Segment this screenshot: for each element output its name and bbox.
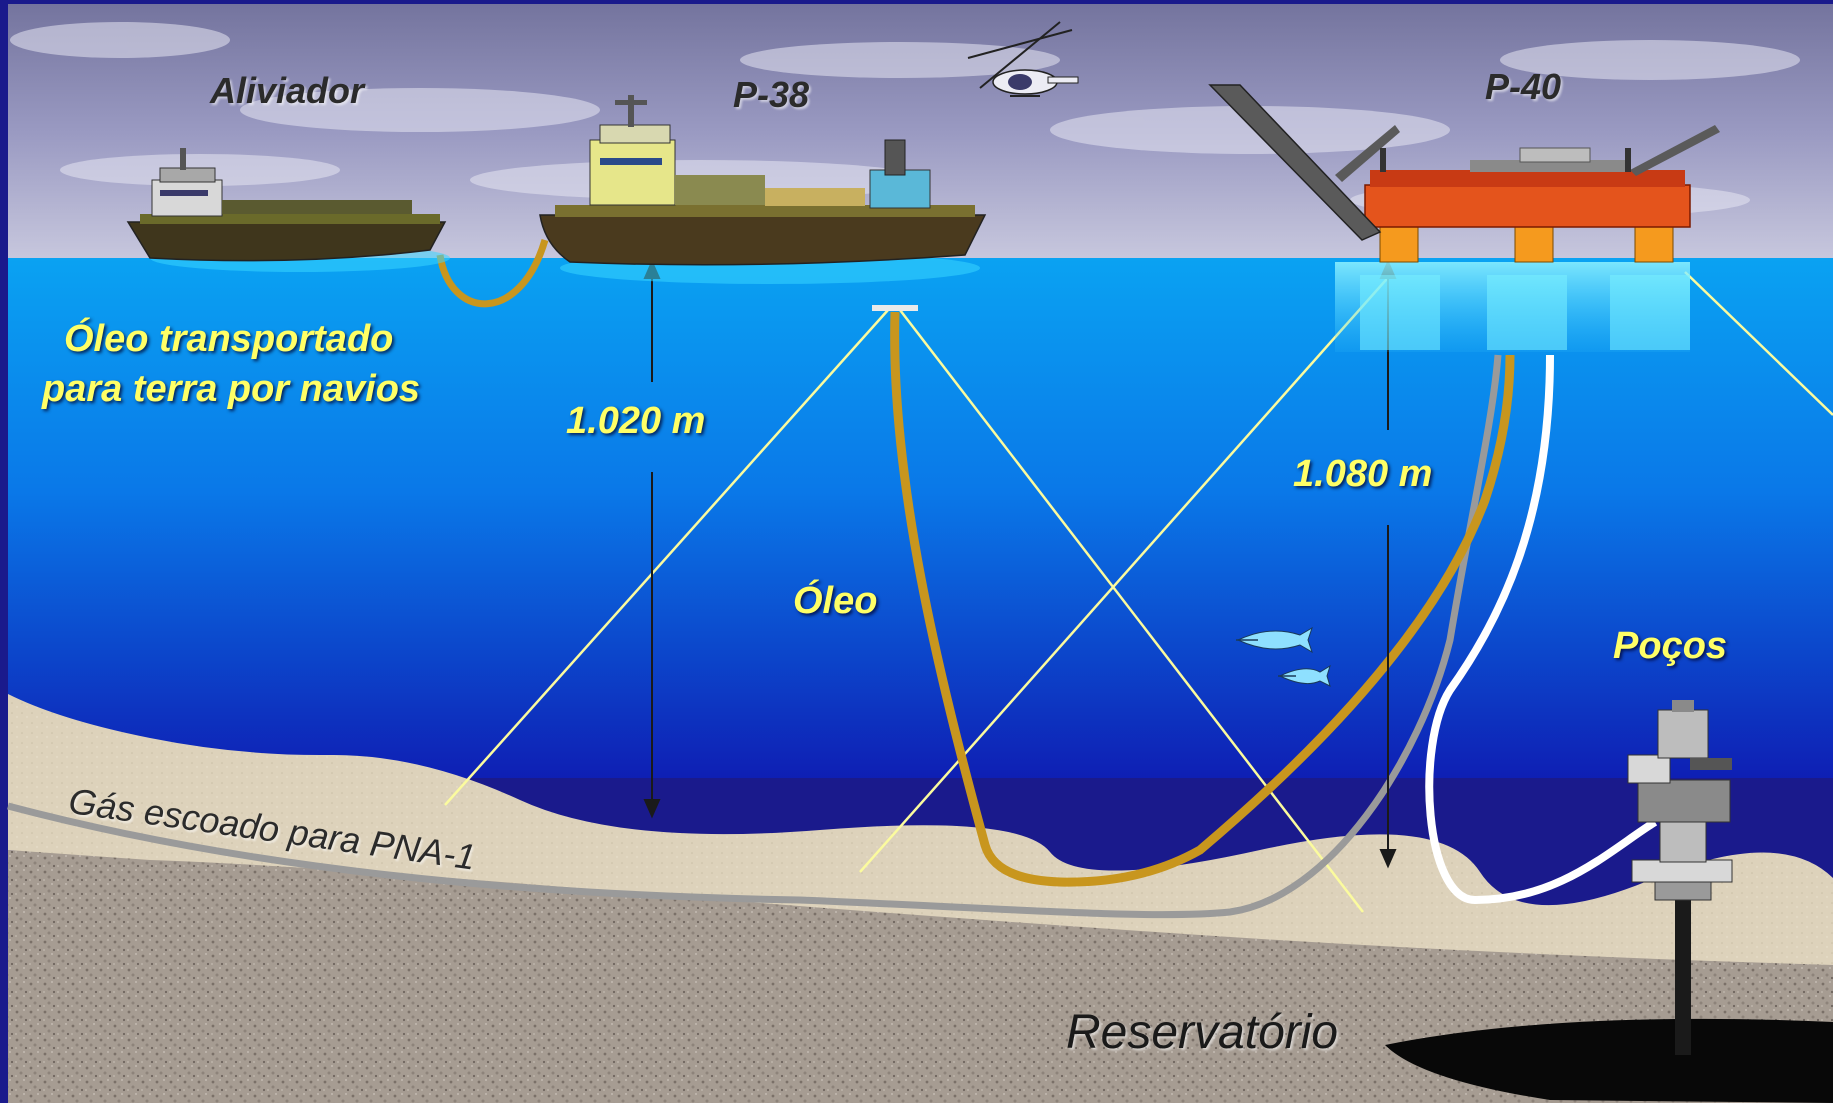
shuttle-tanker xyxy=(126,148,450,272)
label-shuttle-tanker: Aliviador xyxy=(210,70,365,111)
label-depth-p38: 1.020 m xyxy=(566,400,706,442)
reservoir xyxy=(1385,1018,1833,1103)
label-reservoir: Reservatório xyxy=(1066,1006,1339,1059)
helicopter-icon xyxy=(967,21,1079,97)
oil-riser xyxy=(890,311,1515,887)
label-oil: Óleo xyxy=(793,580,878,622)
label-semisub-p40: P-40 xyxy=(1485,66,1562,107)
fpso-p38 xyxy=(539,95,987,311)
fish-icon xyxy=(1236,626,1313,654)
semisub-p40 xyxy=(1208,84,1720,352)
label-fpso-p38: P-38 xyxy=(733,74,810,115)
fish-icon xyxy=(1278,664,1331,687)
gas-export-line xyxy=(7,354,1502,919)
label-oil-transport-line2: para terra por navios xyxy=(42,368,421,410)
mooring-lines xyxy=(444,271,1833,913)
label-depth-p40: 1.080 m xyxy=(1293,453,1433,495)
label-oil-transport-line1: Óleo transportado xyxy=(64,318,394,360)
label-wells: Poços xyxy=(1613,625,1728,667)
seabed xyxy=(8,694,1833,965)
offloading-hose xyxy=(436,239,549,308)
well-flowline xyxy=(1425,354,1658,905)
wellhead-icon xyxy=(1627,700,1733,1055)
